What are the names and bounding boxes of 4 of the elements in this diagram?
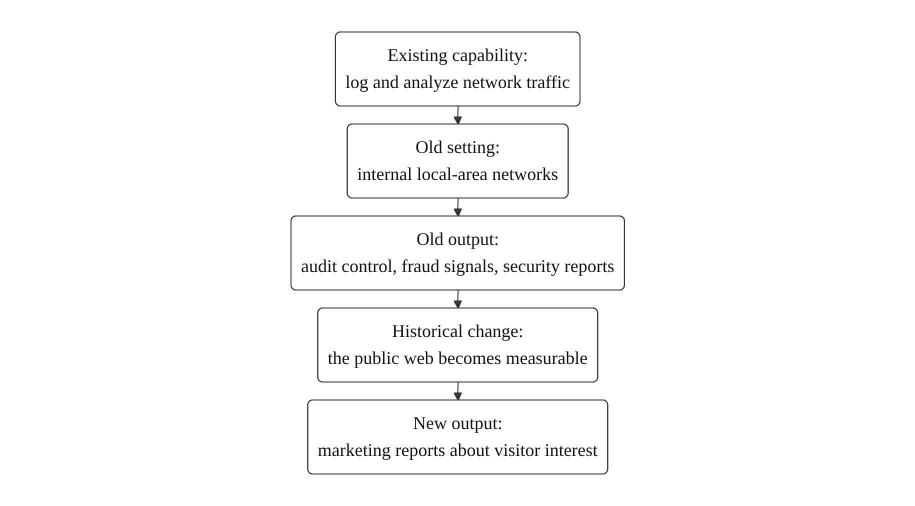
arrow	[453, 198, 462, 217]
arrow	[453, 290, 462, 309]
arrow	[453, 106, 462, 125]
arrow	[453, 382, 462, 401]
